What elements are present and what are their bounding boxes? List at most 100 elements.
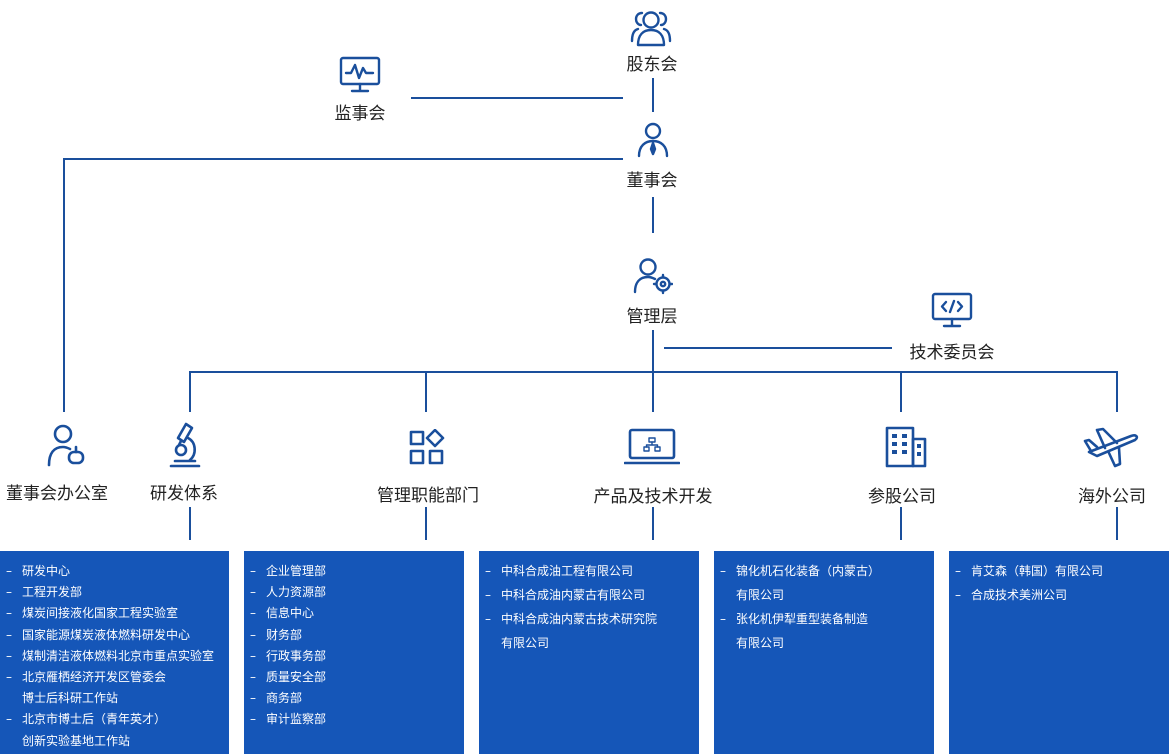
list-item-text: 工程开发部 xyxy=(22,585,83,600)
dash-bullet: – xyxy=(485,612,491,626)
user-headset-icon xyxy=(47,424,85,467)
board-label: 董事会 xyxy=(626,171,678,191)
airplane-icon xyxy=(1083,427,1139,468)
connector-shareholders-board xyxy=(652,78,654,112)
list-item-text: 有限公司 xyxy=(501,636,550,650)
dash-bullet: – xyxy=(250,606,256,621)
connector-affiliates-down xyxy=(900,371,902,412)
rd-list: –研发中心–工程开发部–煤炭间接液化国家工程实验室–国家能源煤炭液体燃料研发中心… xyxy=(0,561,229,752)
dash-bullet: – xyxy=(250,648,256,663)
list-item: –企业管理部 xyxy=(244,561,464,582)
rd-label: 研发体系 xyxy=(150,484,218,504)
people-group-icon xyxy=(630,11,672,47)
list-item: 有限公司 xyxy=(479,631,699,655)
connector-product-box xyxy=(652,507,654,540)
functional-label: 管理职能部门 xyxy=(377,486,479,506)
grid-diamond-icon xyxy=(409,429,445,465)
dash-bullet: – xyxy=(485,564,491,578)
person-tie-icon xyxy=(637,122,669,158)
list-item-text: 审计监察部 xyxy=(266,712,327,727)
list-item-text: 创新实验基地工作站 xyxy=(22,733,131,748)
affiliates-label: 参股公司 xyxy=(868,487,936,507)
user-settings-icon xyxy=(633,258,673,295)
affiliates-list: –锦化机石化装备（内蒙古）有限公司–张化机伊犁重型装备制造有限公司 xyxy=(714,559,934,655)
list-item: 创新实验基地工作站 xyxy=(0,731,229,752)
list-item: –肯艾森（韩国）有限公司 xyxy=(949,559,1169,583)
monitor-chart-icon xyxy=(339,56,381,93)
connector-overseas-down xyxy=(1116,371,1118,412)
list-item-text: 张化机伊犁重型装备制造 xyxy=(736,612,869,626)
product-list: –中科合成油工程有限公司–中科合成油内蒙古有限公司–中科合成油内蒙古技术研究院有… xyxy=(479,559,699,655)
list-item-text: 研发中心 xyxy=(22,564,71,578)
list-item-text: 行政事务部 xyxy=(266,648,327,663)
connector-board-office-v xyxy=(63,158,65,412)
list-item: –商务部 xyxy=(244,688,464,709)
functional-list: –企业管理部–人力资源部–信息中心–财务部–行政事务部–质量安全部–商务部–审计… xyxy=(244,561,464,731)
list-item: –中科合成油内蒙古技术研究院 xyxy=(479,607,699,631)
connector-tech-committee xyxy=(664,347,892,349)
dash-bullet: – xyxy=(250,712,256,727)
list-item-text: 中科合成油内蒙古技术研究院 xyxy=(501,612,658,626)
dash-bullet: – xyxy=(250,691,256,706)
dash-bullet: – xyxy=(6,627,12,642)
dash-bullet: – xyxy=(250,670,256,685)
list-item-text: 商务部 xyxy=(266,691,303,706)
list-item-text: 质量安全部 xyxy=(266,670,327,685)
list-item: 有限公司 xyxy=(714,631,934,655)
list-item-text: 博士后科研工作站 xyxy=(22,691,119,706)
list-item-text: 财务部 xyxy=(266,627,303,642)
dash-bullet: – xyxy=(955,564,961,578)
management-label: 管理层 xyxy=(626,307,678,327)
connector-board-office-h xyxy=(63,158,623,160)
overseas-list: –肯艾森（韩国）有限公司–合成技术美洲公司 xyxy=(949,559,1169,607)
dash-bullet: – xyxy=(6,606,12,621)
supervisory-label: 监事会 xyxy=(334,104,386,124)
connector-branch-bus xyxy=(189,371,1118,373)
list-item-text: 煤制清洁液体燃料北京市重点实验室 xyxy=(22,648,215,663)
dash-bullet: – xyxy=(6,670,12,685)
list-item: 博士后科研工作站 xyxy=(0,688,229,709)
list-item: 有限公司 xyxy=(714,583,934,607)
list-item-text: 北京市博士后（青年英才） xyxy=(22,712,167,727)
connector-rd-box xyxy=(189,507,191,540)
list-item: –中科合成油内蒙古有限公司 xyxy=(479,583,699,607)
code-monitor-icon xyxy=(931,292,973,328)
connector-board-management xyxy=(652,197,654,233)
list-item-text: 人力资源部 xyxy=(266,585,327,600)
connector-functional-box xyxy=(425,507,427,540)
list-item-text: 有限公司 xyxy=(736,636,785,650)
dash-bullet: – xyxy=(720,564,726,578)
list-item: –国家能源煤炭液体燃料研发中心 xyxy=(0,625,229,646)
board-office-label: 董事会办公室 xyxy=(6,484,108,504)
connector-rd-down xyxy=(189,371,191,412)
laptop-network-icon xyxy=(624,428,680,465)
list-item-text: 有限公司 xyxy=(736,588,785,602)
dash-bullet: – xyxy=(485,588,491,602)
list-item-text: 中科合成油工程有限公司 xyxy=(501,564,634,578)
list-item-text: 肯艾森（韩国）有限公司 xyxy=(971,564,1104,578)
list-item-text: 国家能源煤炭液体燃料研发中心 xyxy=(22,627,191,642)
connector-affiliates-box xyxy=(900,507,902,540)
dash-bullet: – xyxy=(250,627,256,642)
functional-box: –企业管理部–人力资源部–信息中心–财务部–行政事务部–质量安全部–商务部–审计… xyxy=(244,551,464,754)
list-item-text: 企业管理部 xyxy=(266,564,327,578)
microscope-icon xyxy=(169,422,201,468)
affiliates-box: –锦化机石化装备（内蒙古）有限公司–张化机伊犁重型装备制造有限公司 xyxy=(714,551,934,754)
list-item: –合成技术美洲公司 xyxy=(949,583,1169,607)
list-item: –审计监察部 xyxy=(244,709,464,730)
list-item: –锦化机石化装备（内蒙古） xyxy=(714,559,934,583)
list-item: –行政事务部 xyxy=(244,646,464,667)
list-item-text: 北京雁栖经济开发区管委会 xyxy=(22,670,167,685)
dash-bullet: – xyxy=(6,712,12,727)
list-item-text: 合成技术美洲公司 xyxy=(971,588,1068,602)
list-item-text: 锦化机石化装备（内蒙古） xyxy=(736,564,881,578)
connector-overseas-box xyxy=(1116,507,1118,540)
list-item: –人力资源部 xyxy=(244,582,464,603)
dash-bullet: – xyxy=(6,585,12,600)
tech-committee-label: 技术委员会 xyxy=(909,343,995,363)
list-item: –研发中心 xyxy=(0,561,229,582)
rd-box: –研发中心–工程开发部–煤炭间接液化国家工程实验室–国家能源煤炭液体燃料研发中心… xyxy=(0,551,229,754)
building-icon xyxy=(885,426,927,468)
dash-bullet: – xyxy=(6,564,12,578)
list-item: –煤炭间接液化国家工程实验室 xyxy=(0,603,229,624)
